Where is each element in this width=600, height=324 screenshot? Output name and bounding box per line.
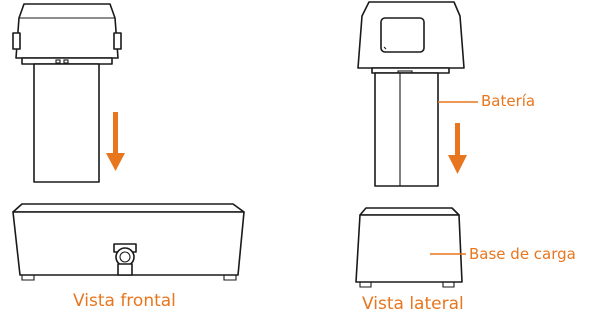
down-arrow-icon — [448, 123, 467, 174]
charging-base-label: Base de carga — [469, 245, 576, 263]
front-battery — [12, 3, 122, 183]
side-charging-base — [355, 207, 463, 288]
battery-label: Batería — [481, 92, 536, 110]
side-battery — [357, 1, 465, 187]
side-view-caption: Vista lateral — [362, 294, 464, 314]
front-view-caption: Vista frontal — [73, 291, 176, 311]
down-arrow-icon — [106, 112, 125, 171]
front-charging-base — [12, 203, 245, 281]
